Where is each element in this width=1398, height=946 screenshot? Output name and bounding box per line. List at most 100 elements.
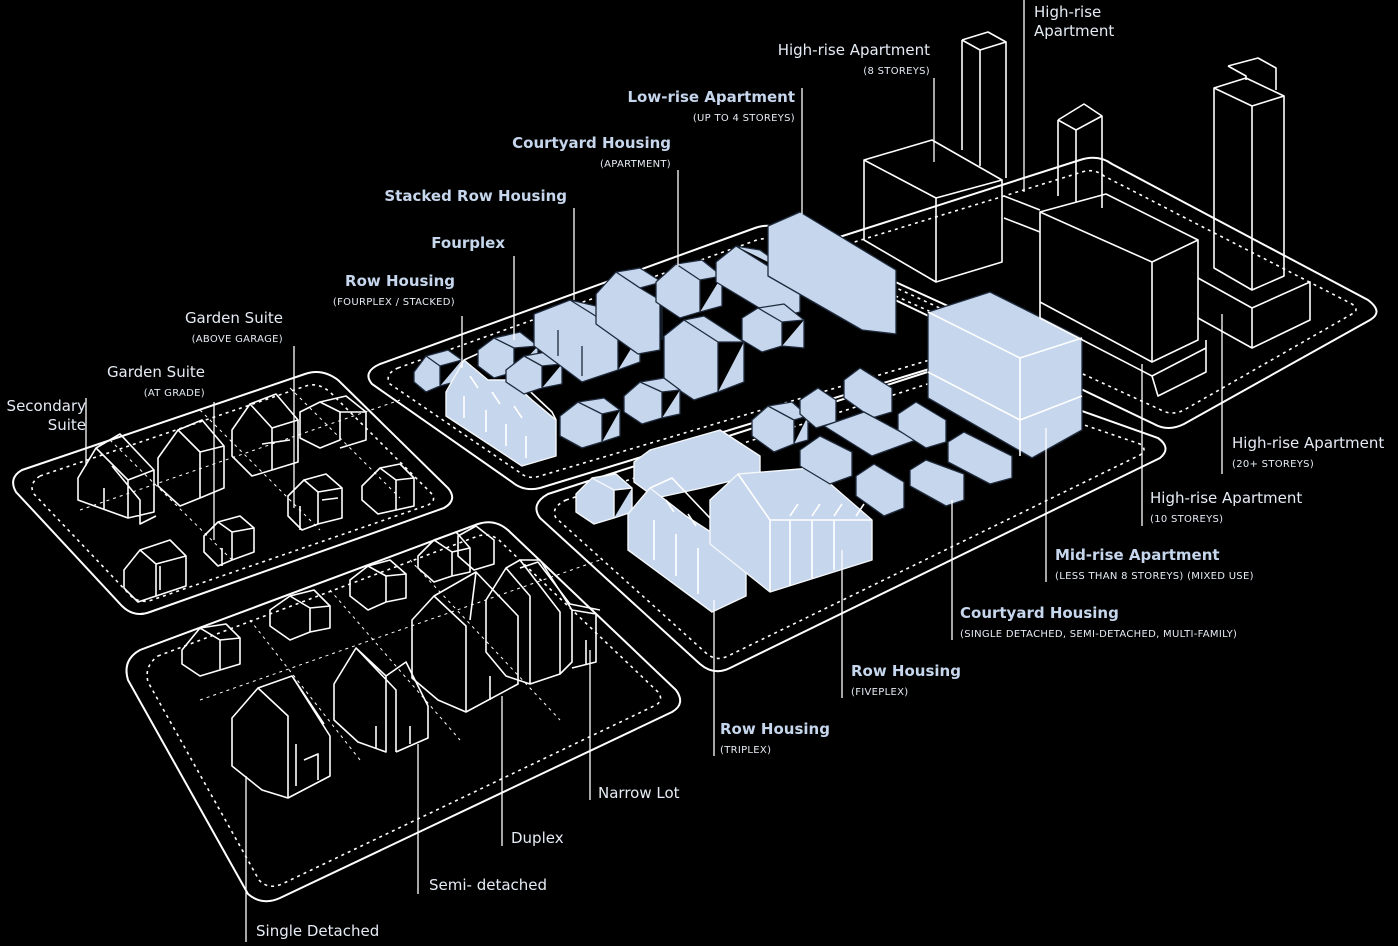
note-low-rise-apartment: (UP TO 4 STOREYS) [693, 113, 795, 124]
garden-suite-at-grade [203, 515, 255, 567]
secondary-suite-house [77, 433, 157, 525]
block-outline-upper-right [815, 156, 1378, 429]
note-high-rise-20: (20+ STOREYS) [1232, 459, 1314, 470]
high-rise-slim-tower [1057, 103, 1103, 208]
label-low-rise-apartment: Low-rise Apartment [628, 88, 796, 106]
fourplex-building-2 [505, 351, 563, 395]
note-high-rise-10: (10 STOREYS) [1150, 514, 1223, 525]
label-row-housing-fiveplex: Row Housing [851, 662, 961, 680]
row-housing-fiveplex-detail [737, 473, 872, 592]
high-rise-buildings [863, 31, 1311, 397]
label-semi-detached: Semi- detached [429, 876, 547, 894]
label-high-rise-10: High-rise Apartment [1150, 489, 1302, 507]
high-rise-top-tower [961, 31, 1007, 178]
block-dash-lower-right [553, 377, 1145, 660]
label-narrow-lot: Narrow Lot [598, 784, 680, 802]
note-row-housing-fiveplex: (FIVEPLEX) [851, 687, 908, 698]
label-high-rise-8: High-rise Apartment [778, 41, 930, 59]
note-courtyard-apartment: (APARTMENT) [600, 159, 671, 170]
duplex-house [411, 571, 519, 713]
narrow-lot-roof [519, 561, 601, 611]
lower-right-house [575, 473, 633, 525]
garage-house [123, 539, 187, 603]
note-mid-rise-apartment: (LESS THAN 8 STOREYS) (MIXED USE) [1055, 571, 1254, 582]
courtyard-house-7 [909, 459, 965, 507]
courtyard-house-4 [799, 435, 853, 485]
row-housing-triplex-detail [649, 477, 747, 594]
small-building-2 [623, 377, 681, 425]
house-lower-left-small [181, 623, 241, 677]
row-housing-fiveplex [709, 467, 873, 593]
house-lower-left-3 [349, 559, 407, 611]
lot-line [289, 387, 401, 499]
label-high-rise-top-line1: High-rise [1034, 3, 1101, 21]
garden-above-garage-main-house [231, 393, 299, 477]
note-garden-suite-at-grade: (AT GRADE) [144, 388, 205, 399]
high-rise-20-storeys [1197, 57, 1311, 349]
label-garden-suite-above-garage: Garden Suite [185, 309, 283, 327]
label-single-detached: Single Detached [256, 922, 379, 940]
mid-rise-apartment [927, 291, 1083, 459]
note-courtyard-housing-multi: (SINGLE DETACHED, SEMI-DETACHED, MULTI-F… [960, 629, 1237, 640]
lot-line [409, 559, 561, 721]
label-garden-suite-at-grade: Garden Suite [107, 363, 205, 381]
garden-suite-above-garage [287, 473, 343, 531]
lot-line [249, 619, 361, 761]
label-high-rise-20: High-rise Apartment [1232, 434, 1384, 452]
labels: Secondary Suite Garden Suite (AT GRADE) … [7, 3, 1385, 940]
low-rise-apartment [767, 211, 897, 335]
courtyard-house-3 [843, 367, 893, 419]
house-lower-left-4 [417, 531, 471, 583]
label-mid-rise-apartment: Mid-rise Apartment [1055, 546, 1220, 564]
courtyard-apartment-building-4 [663, 315, 745, 401]
block-outline-upper-left [12, 371, 454, 615]
lot-line [199, 409, 321, 531]
courtyard-house-8 [947, 431, 1013, 485]
low-density-houses [77, 393, 601, 799]
high-rise-10-storeys [1039, 193, 1207, 397]
note-garden-suite-above-garage: (ABOVE GARAGE) [192, 334, 283, 345]
note-row-housing-stacked: (FOURPLEX / STACKED) [333, 297, 455, 308]
label-duplex: Duplex [511, 829, 564, 847]
label-secondary-suite-line1: Secondary [7, 397, 87, 415]
label-courtyard-apartment: Courtyard Housing [512, 134, 671, 152]
courtyard-apartment-building-5 [741, 303, 805, 353]
single-detached-house [231, 675, 331, 799]
label-secondary-suite-line2: Suite [48, 416, 86, 434]
label-row-housing-triplex: Row Housing [720, 720, 830, 738]
semi-detached-house [333, 647, 429, 753]
courtyard-apartment-building [595, 267, 663, 355]
block-dash-upper-left [31, 384, 435, 603]
leader-lines [85, 0, 1223, 942]
house-lower-left-5 [457, 525, 495, 571]
label-stacked-row-housing: Stacked Row Housing [384, 187, 567, 205]
podium-link [1003, 195, 1041, 233]
block-outline-lower-left [125, 521, 682, 903]
garden-suite-main-house [157, 419, 225, 507]
mid-rise-apartment-edges [927, 311, 1083, 456]
courtyard-house-5 [855, 463, 905, 517]
courtyard-apartment-building-2 [655, 259, 723, 319]
high-rise-8-storeys [863, 139, 1003, 283]
courtyard-house-6 [897, 401, 947, 449]
row-housing-stacked [445, 359, 557, 467]
narrow-lot-house [485, 559, 597, 685]
lot-line [109, 439, 233, 561]
label-fourplex: Fourplex [431, 234, 505, 252]
lot-line [329, 589, 461, 741]
block-dash-lower-left [146, 534, 662, 888]
lot-line [199, 559, 601, 701]
house-lower-left-2 [269, 589, 331, 641]
house-upper-right [299, 395, 367, 449]
note-high-rise-8: (8 STOREYS) [863, 66, 930, 77]
small-building [559, 397, 621, 449]
label-high-rise-top-line2: Apartment [1034, 22, 1114, 40]
note-row-housing-triplex: (TRIPLEX) [720, 745, 771, 756]
house-small-right [361, 463, 415, 515]
label-courtyard-housing-multi: Courtyard Housing [960, 604, 1119, 622]
medium-density-buildings [413, 211, 1083, 613]
label-row-housing-stacked: Row Housing [345, 272, 455, 290]
courtyard-house-1 [751, 401, 809, 453]
